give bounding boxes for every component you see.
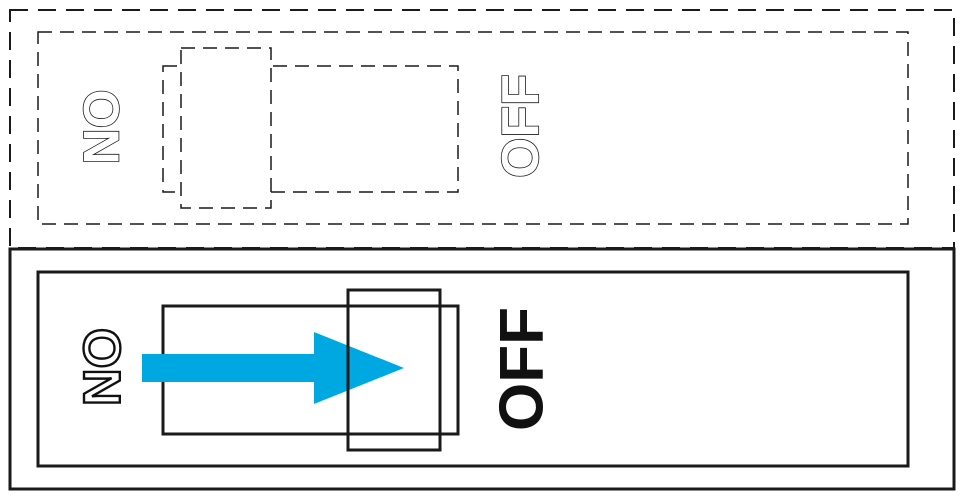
off-label: OFF bbox=[488, 307, 557, 431]
solid-switch-panel: ON OFF bbox=[8, 247, 956, 491]
ghost-on-label: ON bbox=[73, 90, 129, 165]
ghost-switch-slot bbox=[162, 65, 459, 193]
on-label: ON bbox=[72, 328, 130, 406]
ghost-outer-frame bbox=[9, 9, 955, 249]
ghost-switch-panel: ON OFF bbox=[9, 9, 955, 249]
solid-inner-plate bbox=[36, 270, 910, 468]
ghost-switch-handle bbox=[180, 47, 272, 209]
ghost-inner-plate bbox=[37, 31, 909, 225]
switch-handle bbox=[346, 288, 442, 452]
solid-outer-frame bbox=[8, 247, 956, 491]
arrow-right-icon bbox=[142, 332, 404, 404]
ghost-off-label: OFF bbox=[492, 74, 550, 178]
